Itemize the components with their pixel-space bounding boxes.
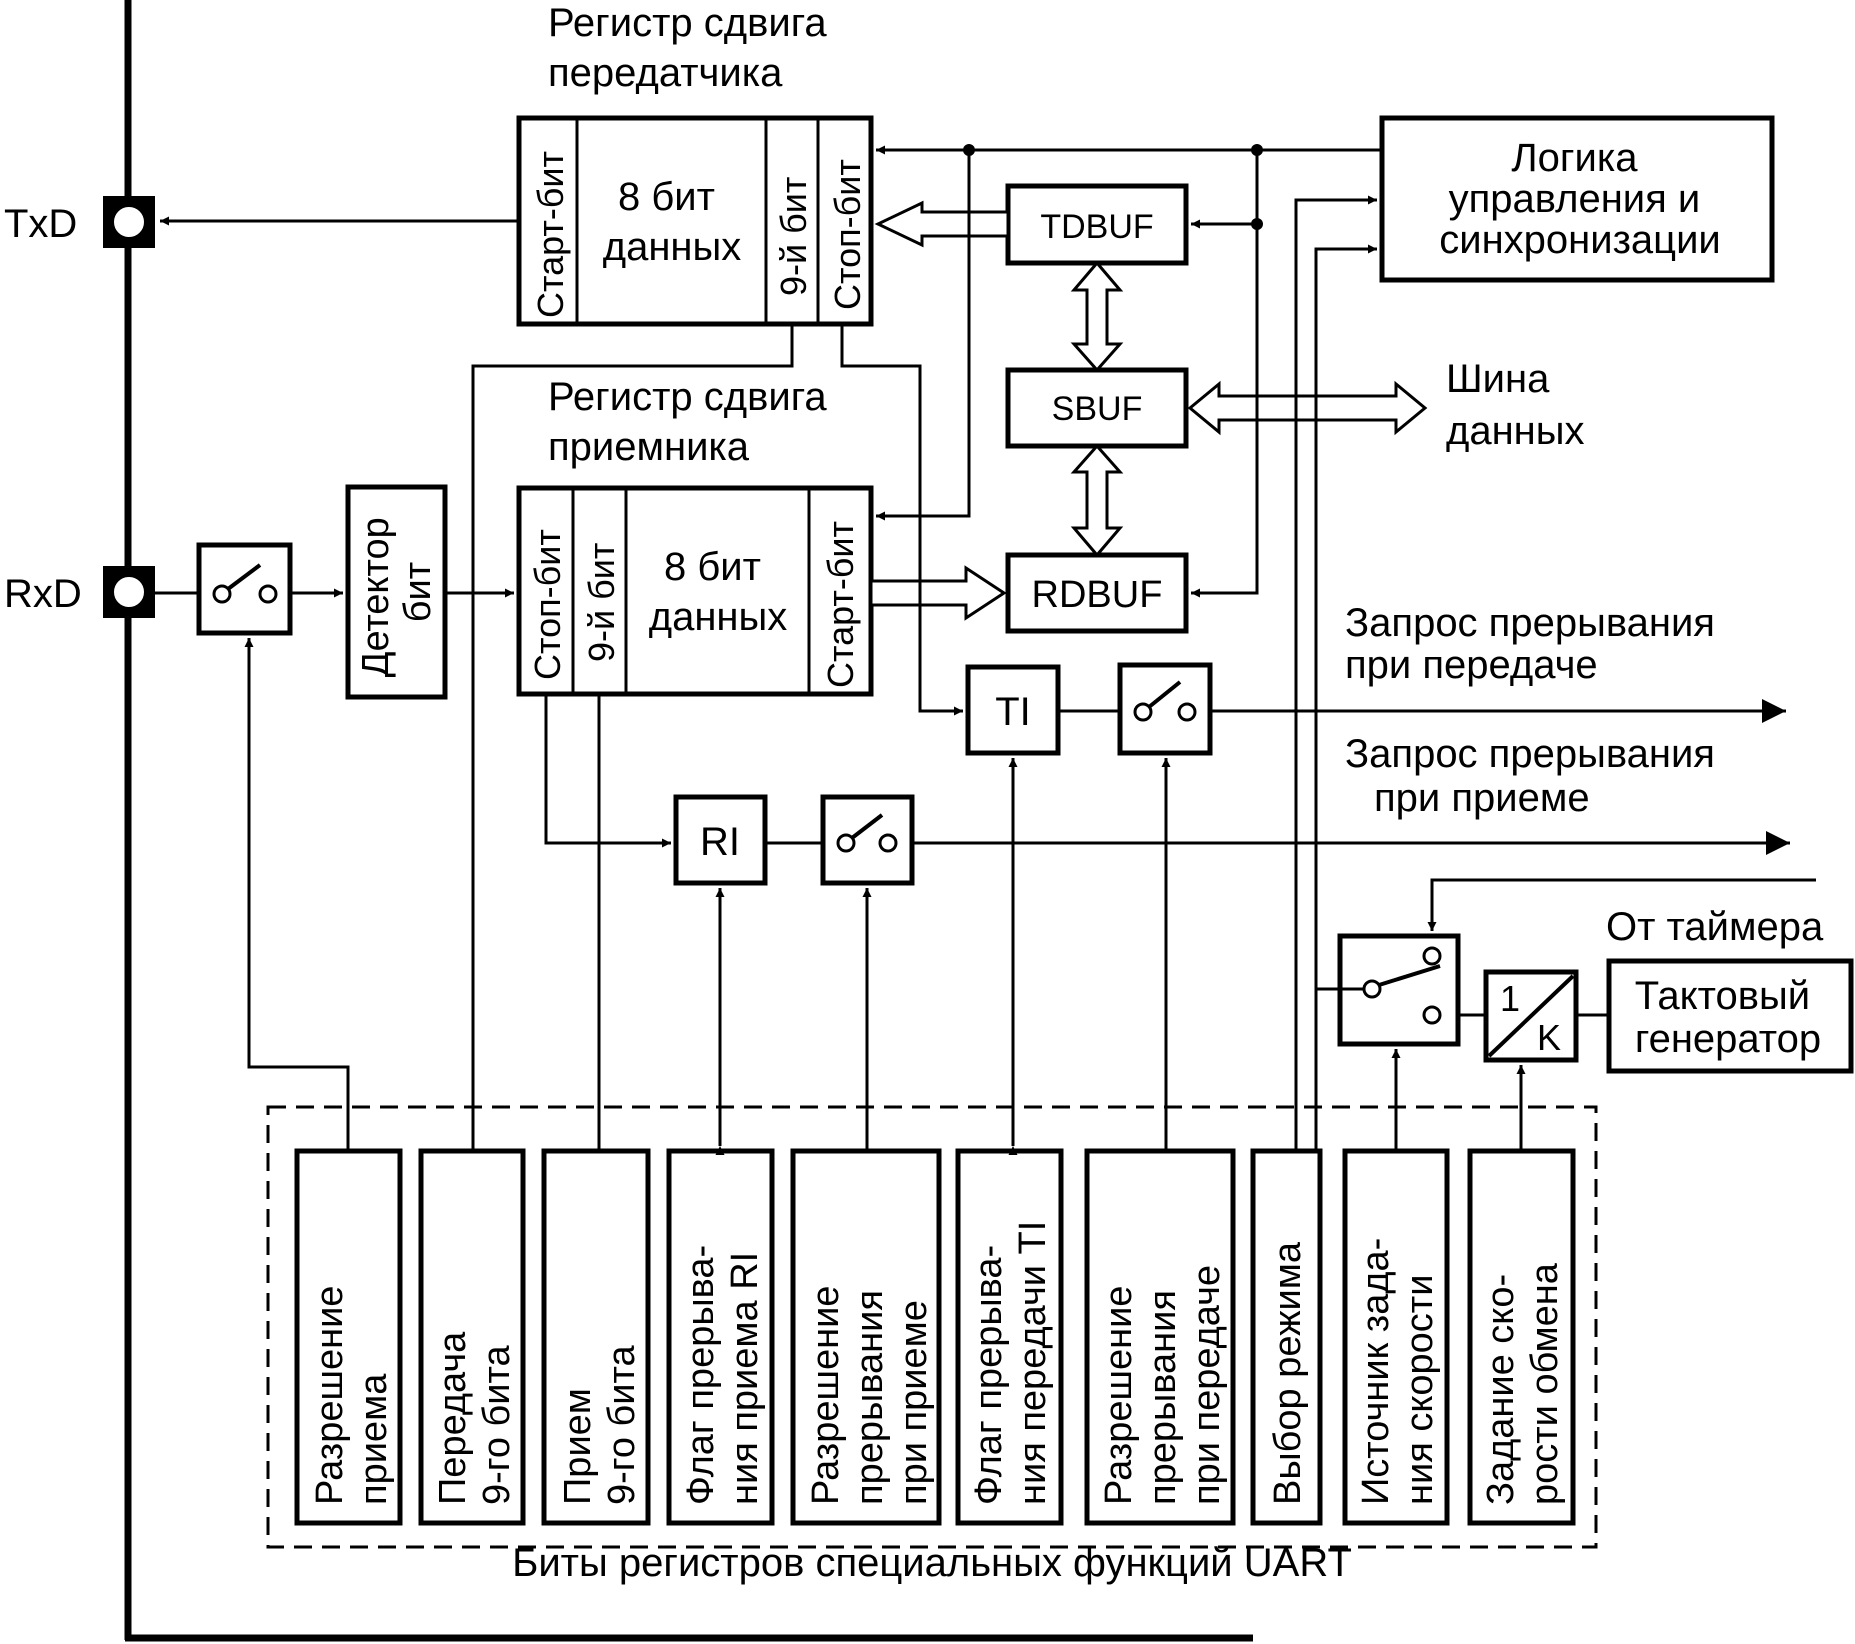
rx-ninth-bit: 9-й бит <box>581 543 622 662</box>
tdbuf-label: TDBUF <box>1040 208 1153 246</box>
sfr-bit-tx-irq-enable-label: Разрешение прерывания при передаче <box>1098 1265 1228 1505</box>
sfr-bit-rx-9th-label: Прием 9-го бита <box>557 1345 643 1505</box>
rxd-label: RxD <box>4 572 82 616</box>
wire-tx9-to-sfr <box>471 324 794 1151</box>
pin-bus-line <box>124 0 1253 1642</box>
wire-logic-to-clock-switch <box>1314 430 1364 991</box>
ri-flag-label: RI <box>700 820 740 864</box>
rx-start-bit: Старт-бит <box>820 521 861 688</box>
bit-detector-label: Детектор бит <box>355 507 439 678</box>
wire-tx-stop-to-ti <box>840 324 963 716</box>
rx-irq-enable-switch <box>820 794 915 886</box>
rx-stop-bit: Стоп-бит <box>527 529 568 680</box>
tdbuf-to-tx-register-bus <box>874 200 1010 248</box>
sfr-bit-baud-rate: Задание ско- рости обмена <box>1467 1148 1576 1526</box>
tx-ninth-bit: 9-й бит <box>773 177 814 296</box>
sfr-bit-baud-source: Источник зада- ния скорости <box>1342 1148 1450 1526</box>
rxd-pin <box>103 566 155 618</box>
rx-data-bits: 8 бит данных <box>649 545 788 639</box>
clock-generator-box: Тактовый генератор <box>1606 958 1854 1074</box>
sfr-bit-ti-flag-label: Флаг прерыва- ния передачи TI <box>968 1221 1054 1505</box>
sfr-bit-mode-select: Выбор режима <box>1250 1148 1323 1526</box>
sfr-bit-baud-rate-label: Задание ско- рости обмена <box>1480 1262 1566 1505</box>
sfr-bit-ti-flag: Флаг прерыва- ния передачи TI <box>955 1148 1064 1526</box>
sfr-bit-tx-9th-label: Передача 9-го бита <box>432 1321 518 1505</box>
rx-irq-label: Запрос прерывания при приеме <box>1345 732 1726 820</box>
sfr-bit-rx-enable-label: Разрешение приема <box>309 1275 395 1505</box>
sfr-bit-rx-irq-enable: Разрешение прерывания при приеме <box>790 1148 942 1526</box>
connection-wires <box>155 144 1816 1155</box>
sfr-bit-tx-irq-enable: Разрешение прерывания при передаче <box>1084 1148 1236 1526</box>
sbuf-box: SBUF <box>1005 367 1189 449</box>
wire-rx-enable-to-switch <box>244 638 350 1151</box>
tx-register-title: Регистр сдвига передатчика <box>548 1 838 95</box>
data-bus-label: Шина данных <box>1446 357 1585 453</box>
ti-flag-label: TI <box>995 690 1031 734</box>
bit-detector: Детектор бит <box>345 484 448 700</box>
control-logic-box: Логика управления и синхронизации <box>1379 115 1775 283</box>
sfr-bit-ri-flag-label: Флаг прерыва- ния приема RI <box>680 1234 766 1505</box>
sfr-bit-baud-source-label: Источник зада- ния скорости <box>1355 1227 1441 1505</box>
tx-start-bit: Старт-бит <box>530 151 571 318</box>
ri-flag-box: RI <box>673 794 768 886</box>
sbuf-rdbuf-bus <box>1070 443 1124 558</box>
control-logic-label: Логика управления и синхронизации <box>1439 136 1721 262</box>
tx-irq-label: Запрос прерывания при передаче <box>1345 601 1726 687</box>
divider-numerator: 1 <box>1500 978 1520 1019</box>
rx-register-to-rdbuf-bus <box>869 565 1007 621</box>
clock-generator-label: Тактовый генератор <box>1635 974 1821 1061</box>
divider-denominator: K <box>1537 1017 1561 1058</box>
tx-data-bits: 8 бит данных <box>603 175 742 269</box>
wire-logic-to-rx-register <box>876 150 971 521</box>
rx-register-title: Регистр сдвига приемника <box>548 375 838 469</box>
sfr-bit-rx-9th: Прием 9-го бита <box>541 1148 651 1526</box>
from-timer-label: От таймера <box>1606 905 1824 949</box>
sfr-bit-tx-9th: Передача 9-го бита <box>418 1148 526 1526</box>
wire-rx-stop-to-ri <box>544 694 671 848</box>
wire-from-timer <box>1427 878 1816 931</box>
rdbuf-label: RDBUF <box>1032 574 1163 616</box>
rx-shift-register: Стоп-бит 9-й бит 8 бит данных Старт-бит <box>516 485 874 697</box>
sfr-bit-rx-enable: Разрешение приема <box>294 1148 403 1526</box>
wire-logic-to-rdbuf <box>1191 150 1259 598</box>
data-bus-arrow <box>1187 380 1428 436</box>
tdbuf-box: TDBUF <box>1005 183 1189 266</box>
sfr-group-frame <box>266 1105 1598 1549</box>
wire-mode-to-logic-1 <box>1294 195 1377 1151</box>
tx-shift-register: Старт-бит 8 бит данных 9-й бит Стоп-бит <box>516 115 874 327</box>
rx-enable-switch <box>196 542 293 636</box>
sfr-bit-ri-flag: Флаг прерыва- ния приема RI <box>666 1148 775 1526</box>
sfr-group-label: Биты регистров специальных функций UART <box>512 1541 1352 1585</box>
sfr-bit-mode-select-label: Выбор режима <box>1267 1241 1309 1505</box>
clock-divider: 1 K <box>1483 969 1579 1063</box>
sbuf-label: SBUF <box>1052 390 1143 428</box>
ti-flag-box: TI <box>965 664 1061 756</box>
tdbuf-sbuf-bus <box>1070 260 1124 373</box>
txd-label: TxD <box>4 202 77 246</box>
tx-irq-enable-switch <box>1117 662 1213 756</box>
rdbuf-box: RDBUF <box>1005 552 1189 634</box>
txd-pin <box>103 196 155 248</box>
tx-stop-bit: Стоп-бит <box>827 159 868 310</box>
sfr-bit-rx-irq-enable-label: Разрешение прерывания при приеме <box>805 1275 935 1505</box>
